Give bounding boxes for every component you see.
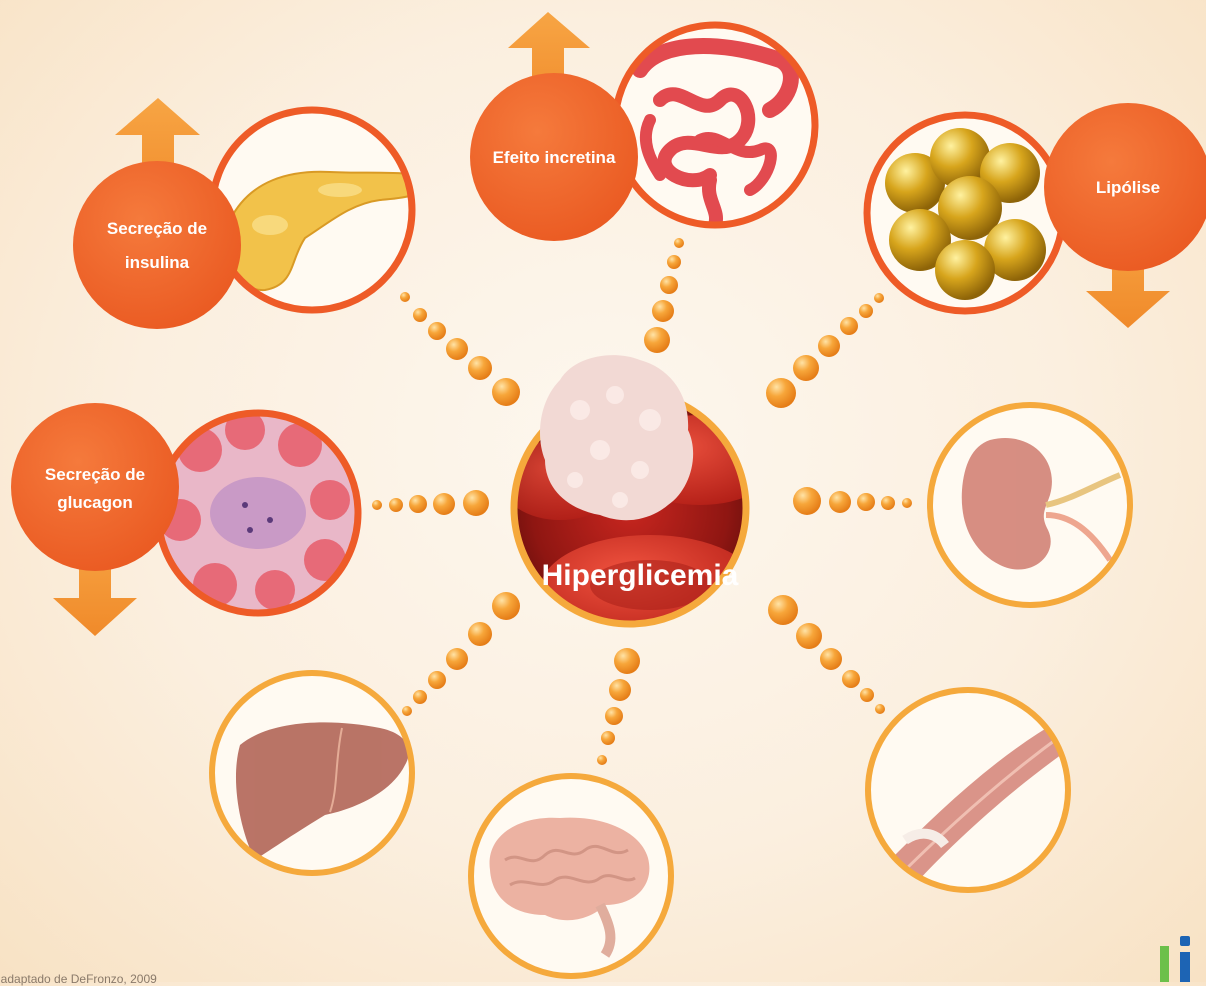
brain-organ <box>471 776 671 976</box>
connector-kidney <box>793 487 912 515</box>
connector-insulin <box>400 292 520 406</box>
connector-liver <box>402 592 520 716</box>
connector-muscle <box>768 595 885 714</box>
intestine-organ <box>615 25 815 225</box>
muscle-organ <box>868 690 1075 895</box>
glucagon-label-line1: Secreção de <box>45 465 145 484</box>
adipose-tissue-organ <box>867 115 1063 311</box>
lipolysis-label: Lipólise <box>1096 178 1160 197</box>
insulin-label-line2: insulina <box>125 253 190 272</box>
glucagon-label-line2: glucagon <box>57 493 133 512</box>
pancreas-organ <box>212 110 440 310</box>
connector-lipolysis <box>766 293 884 408</box>
incretin-label: Efeito incretina <box>493 148 616 167</box>
kidney-organ <box>930 405 1130 605</box>
hyperglycemia-center: Hiperglicemia <box>500 355 780 645</box>
lipolysis-badge: Lipólise <box>1044 103 1206 271</box>
brand-logo <box>1154 932 1206 982</box>
connector-glucagon <box>372 490 489 516</box>
center-label: Hiperglicemia <box>542 559 739 592</box>
glucose-cell <box>540 355 693 520</box>
connector-incretin <box>644 238 684 353</box>
source-note: dadaptado de DeFronzo, 2009 <box>0 972 157 986</box>
connector-brain <box>597 648 640 765</box>
glucagon-badge: Secreção de glucagon <box>11 403 179 571</box>
liver-organ <box>212 673 412 873</box>
insulin-badge: Secreção de insulina <box>73 161 241 329</box>
pancreatic-islets-organ <box>158 410 358 613</box>
insulin-label-line1: Secreção de <box>107 219 207 238</box>
incretin-badge: Efeito incretina <box>470 73 638 241</box>
